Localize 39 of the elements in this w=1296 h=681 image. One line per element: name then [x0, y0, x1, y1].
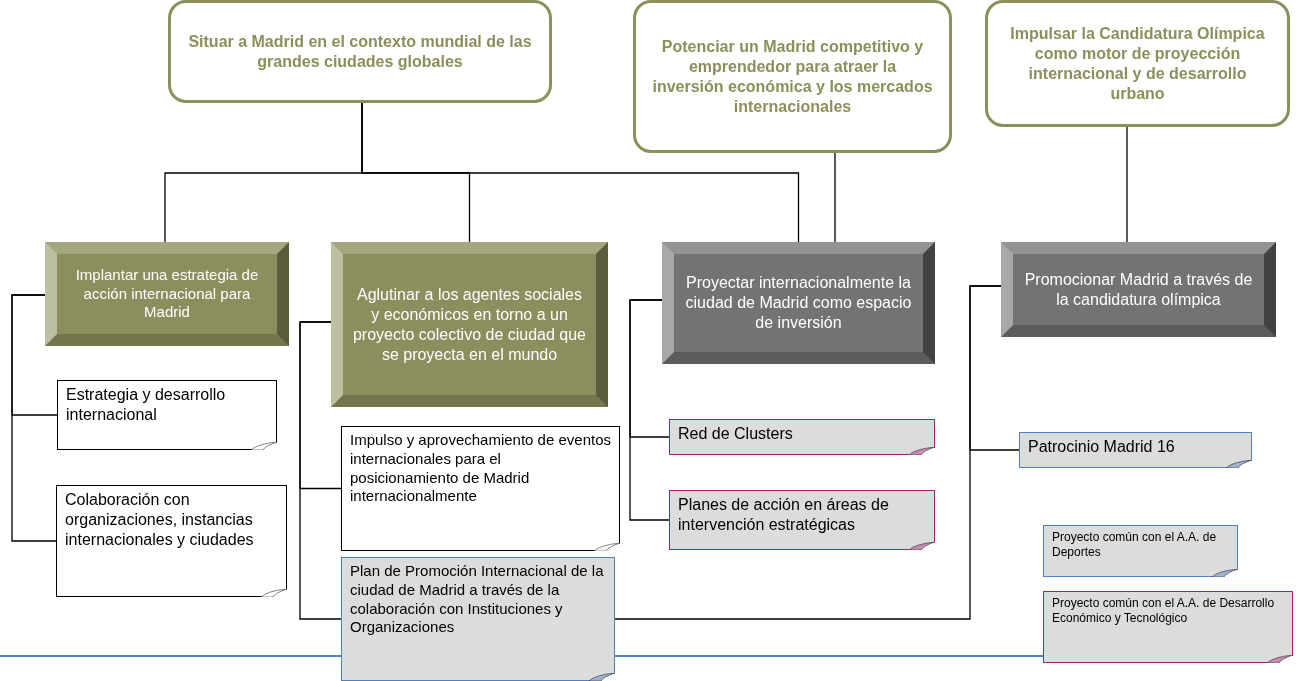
node-text: Colaboración con organizaciones, instancias internacionales y ciudades — [65, 490, 255, 550]
connector-line — [299, 321, 342, 620]
node-text: Proyecto común con el A.A. de Deportes — [1052, 530, 1218, 560]
node-text: Proyectar internacionalmente la ciudad de Madrid como espacio de inversión — [684, 273, 913, 333]
connector-line — [834, 152, 836, 243]
goal-box — [985, 0, 1290, 127]
node-text: Situar a Madrid en el contexto mundial de las grandes ciudades globales — [187, 31, 533, 72]
note-box — [1043, 591, 1293, 663]
node-text: Impulsar la Candidatura Olímpica como motor de proyección internacional y de desarrollo urbano — [1009, 23, 1266, 104]
note-box — [56, 485, 287, 597]
connector-line — [1126, 126, 1128, 243]
note-box — [341, 557, 615, 681]
node-text: Promocionar Madrid a través de la candidatura olímpica — [1023, 269, 1254, 310]
note-box — [1019, 432, 1252, 468]
note-box — [669, 490, 935, 550]
node-text: Implantar una estrategia de acción internacional para Madrid — [74, 265, 260, 323]
node-text: Plan de Promoción Internacional de la ciudad de Madrid a través de la colaboración con Instituciones y Organizaciones — [350, 562, 605, 637]
connector-line — [629, 299, 670, 521]
node-text: Potenciar un Madrid competitivo y emprendedor para atraer la inversión económica y los mercados internacionales — [652, 36, 933, 117]
note-box — [669, 419, 935, 455]
node-text: Planes de acción en áreas de intervención estratégicas — [678, 495, 890, 535]
bevel-box — [1001, 242, 1276, 337]
bevel-box — [662, 242, 935, 364]
node-text: Patrocinio Madrid 16 — [1028, 437, 1176, 457]
node-text: Proyecto común con el A.A. de Desarrollo Económico y Tecnológico — [1052, 596, 1276, 626]
bevel-box — [45, 242, 289, 346]
connector-line — [361, 102, 800, 243]
node-text: Impulso y aprovechamiento de eventos internacionales para el posicionamiento de Madrid internacionalmente — [350, 431, 611, 506]
note-box — [57, 380, 277, 450]
goal-box — [633, 0, 952, 153]
node-text: Estrategia y desarrollo internacional — [66, 385, 227, 425]
goal-box — [168, 0, 552, 103]
connector-line — [11, 294, 57, 542]
node-text: Aglutinar a los agentes sociales y económicos en torno a un proyecto colectivo de ciudad que se proyecta en el mundo — [351, 284, 587, 365]
note-box — [341, 426, 620, 551]
bevel-box — [331, 242, 608, 407]
note-box — [1043, 525, 1238, 577]
node-text: Red de Clusters — [678, 424, 794, 444]
connector-line — [614, 285, 1002, 620]
